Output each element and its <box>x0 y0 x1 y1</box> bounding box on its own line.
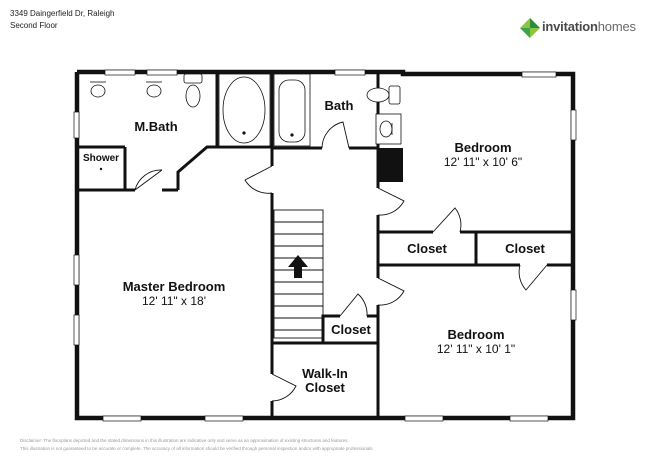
room-label-bedroom-bottom: Bedroom <box>447 327 504 342</box>
room-label-walkin-1: Walk-In <box>302 366 348 381</box>
stair-up-arrow-icon <box>288 255 308 278</box>
room-label-mbath: M.Bath <box>134 119 177 134</box>
disclaimer-line-2: This illustration is not guaranteed to b… <box>20 446 374 451</box>
mbath-toilet-icon <box>183 73 203 108</box>
staircase <box>273 209 324 339</box>
logo-mark-icon <box>520 18 540 38</box>
room-label-closet-small: Closet <box>331 322 371 337</box>
room-dims-bedroom-bottom: 12' 11" x 10' 1" <box>437 342 515 356</box>
room-label-closet-a: Closet <box>407 241 447 256</box>
room-dims-master: 12' 11" x 18' <box>142 294 206 308</box>
room-label-shower: Shower <box>83 153 119 164</box>
disclaimer-line-1: Disclaimer: The floorplans depicted and … <box>20 438 349 443</box>
brand-name-bold: invitation <box>542 19 598 34</box>
room-label-closet-b: Closet <box>505 241 545 256</box>
door-bedroom-bottom <box>376 277 405 306</box>
door-closet-b <box>518 263 548 291</box>
bath-sink-icon <box>375 113 402 145</box>
room-dims-bedroom-top: 12' 11" x 10' 6" <box>444 155 522 169</box>
doors <box>134 121 548 402</box>
room-label-bath: Bath <box>325 98 354 113</box>
brand-logo: invitationhomes <box>519 15 639 41</box>
bath-tub-icon <box>273 73 311 147</box>
room-label-bedroom-top: Bedroom <box>454 140 511 155</box>
address-text: 3349 Daingerfield Dr, Raleigh <box>10 9 115 18</box>
windows <box>73 69 577 422</box>
door-master-hall <box>244 165 274 194</box>
door-bath <box>321 121 350 150</box>
door-closet-a <box>432 207 462 234</box>
bath-toilet-icon <box>366 85 401 105</box>
door-closet-small <box>339 293 368 318</box>
room-label-master: Master Bedroom <box>123 279 226 294</box>
mbath-tub-icon <box>218 73 271 147</box>
room-label-walkin-2: Closet <box>305 380 345 395</box>
outer-walls <box>74 69 576 421</box>
floor-text: Second Floor <box>10 21 58 30</box>
door-mbath-shower <box>134 169 163 192</box>
chase-block <box>379 148 403 182</box>
brand-name: invitationhomes <box>542 19 636 34</box>
mbath-vanity <box>90 81 162 98</box>
shower-drain-icon <box>99 167 103 171</box>
door-walkin <box>270 373 297 402</box>
door-bedroom-top <box>376 187 405 216</box>
brand-name-light: homes <box>597 19 636 34</box>
